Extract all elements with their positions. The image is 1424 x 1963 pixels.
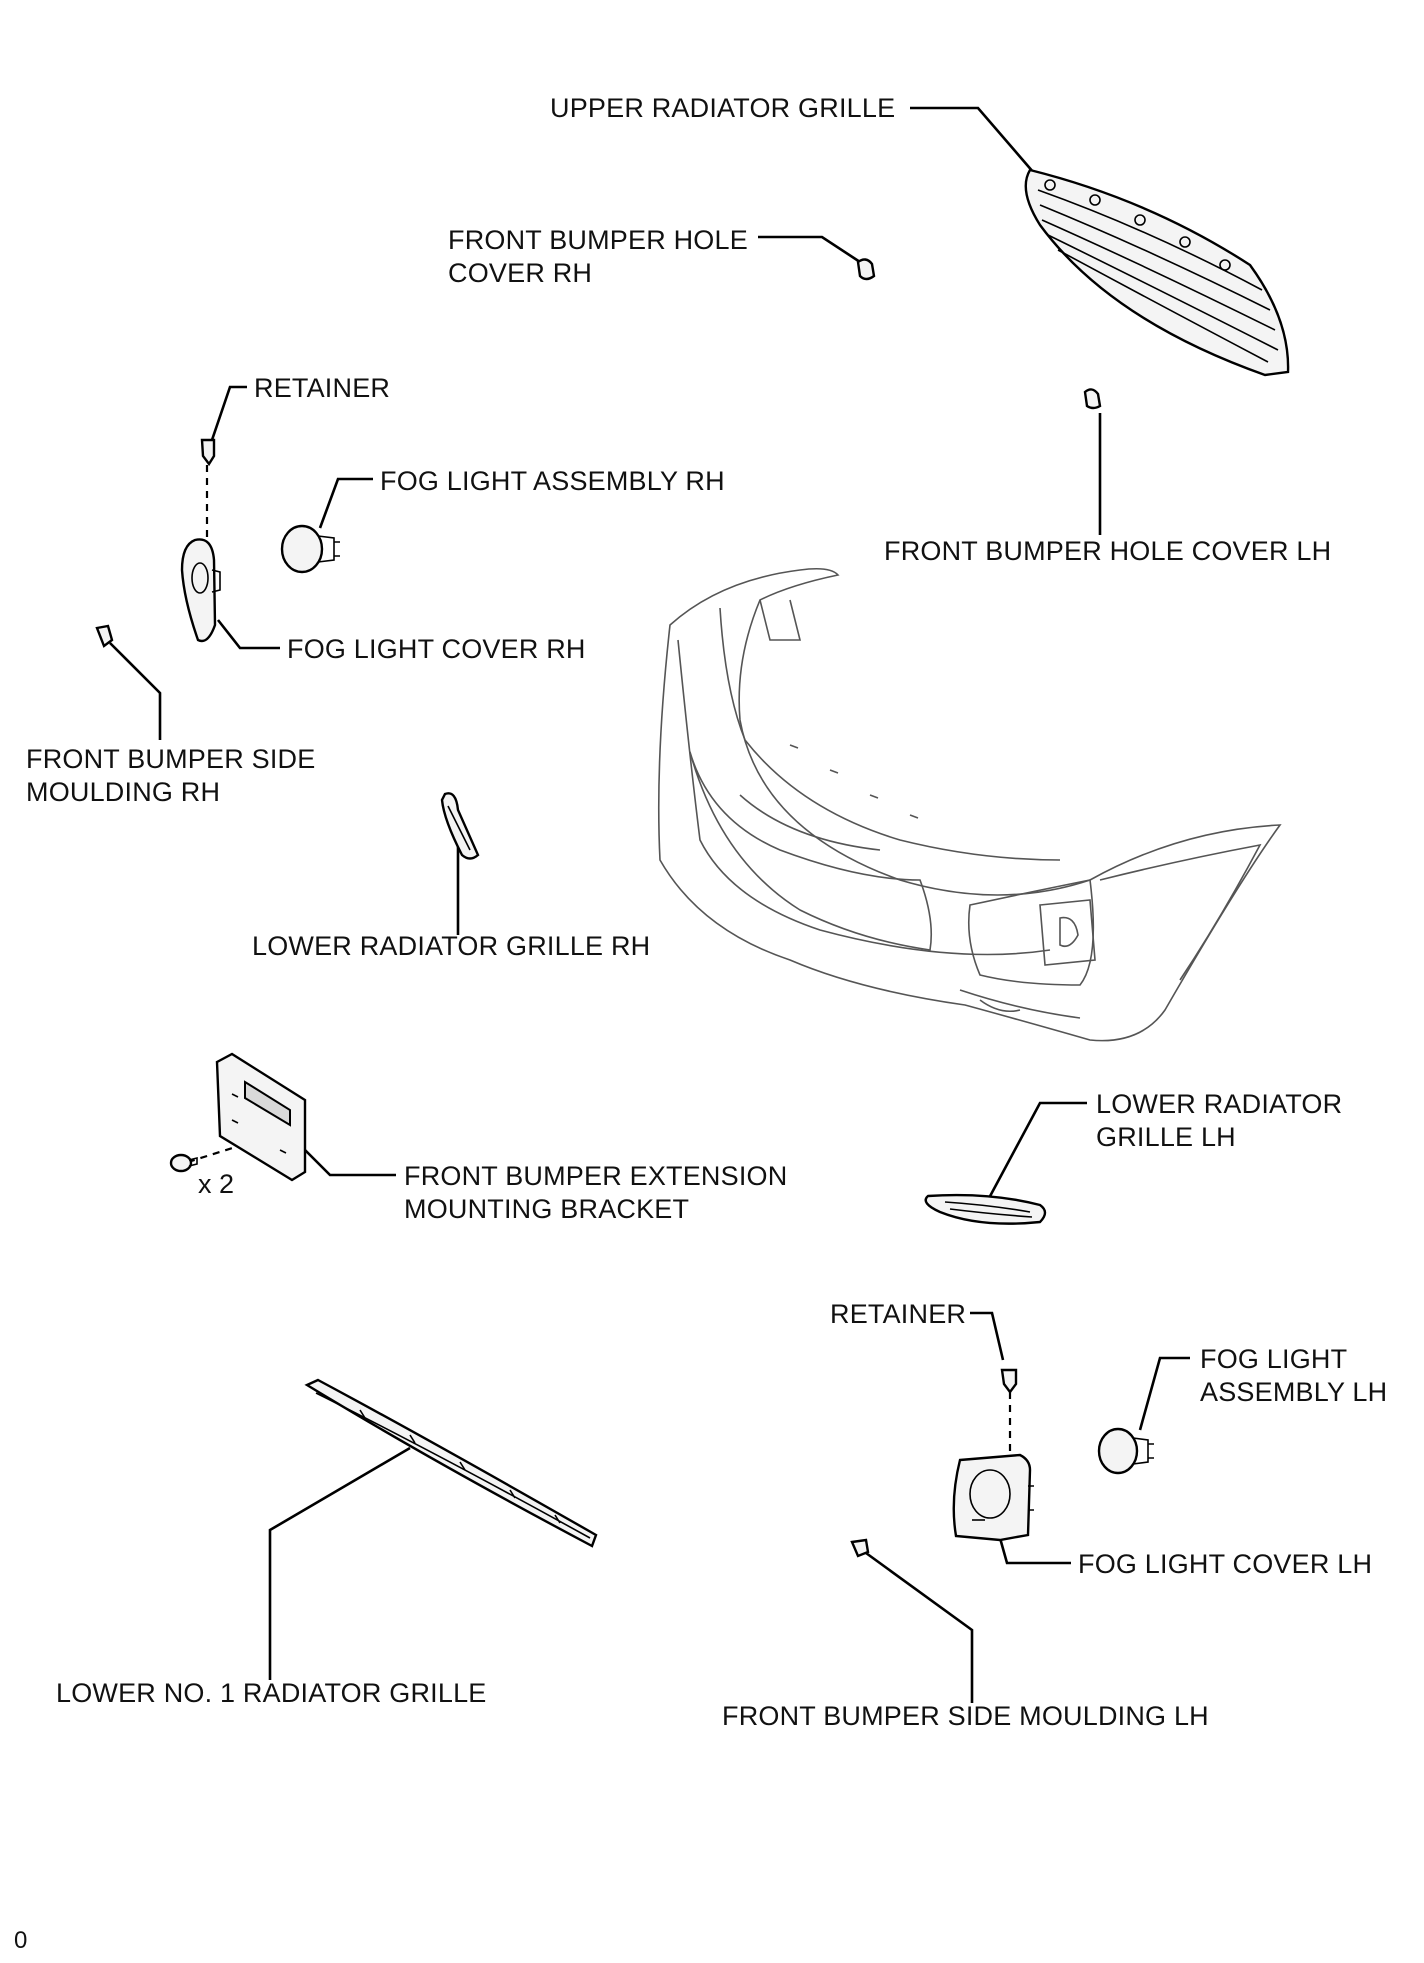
leader-lines [109,106,1190,1703]
label-fog-light-assembly-lh: FOG LIGHT ASSEMBLY LH [1200,1344,1388,1407]
leader-side-moulding-rh [109,642,162,740]
fog-light-cover-lh-part [952,1453,1034,1542]
label-retainer-lh: RETAINER [830,1299,967,1329]
label-retainer-rh: RETAINER [254,373,391,403]
fog-light-assembly-rh-part [280,524,340,574]
upper-radiator-grille-part [1024,168,1290,377]
leader-retainer-lh [970,1311,1005,1361]
leader-upper-radiator-grille [910,106,1041,181]
hole-cover-rh-part [856,258,876,281]
leader-hole-cover-rh [758,235,861,264]
retainer-rh-part [200,438,216,467]
leader-lower-no1-grille [268,1446,411,1680]
label-lower-radiator-grille-lh: LOWER RADIATOR GRILLE LH [1096,1089,1343,1152]
bolt-part [169,1153,198,1173]
lower-radiator-grille-lh-part [924,1193,1047,1225]
leader-side-moulding-lh [865,1551,974,1703]
label-lower-radiator-grille-rh: LOWER RADIATOR GRILLE RH [252,931,651,961]
label-fog-light-cover-lh: FOG LIGHT COVER LH [1078,1549,1373,1579]
lower-no1-radiator-grille-part [304,1378,598,1548]
label-front-bumper-side-moulding-lh: FRONT BUMPER SIDE MOULDING LH [722,1701,1209,1731]
leader-fog-light-cover-rh [216,619,280,650]
leader-fog-light-assembly-rh [318,477,373,529]
front-bumper-extension-mounting-bracket-part [215,1052,307,1182]
label-fog-light-assembly-rh: FOG LIGHT ASSEMBLY RH [380,466,725,496]
fog-light-cover-rh-part [180,538,221,643]
label-front-bumper-hole-cover-lh: FRONT BUMPER HOLE COVER LH [884,536,1332,566]
hole-cover-lh-part [1083,388,1102,410]
leader-fog-light-cover-lh [998,1537,1071,1565]
label-upper-radiator-grille: UPPER RADIATOR GRILLE [550,93,896,123]
figure-code: 0 [14,1927,28,1954]
label-front-bumper-extension-mounting-bracket: FRONT BUMPER EXTENSION MOUNTING BRACKET [404,1161,788,1224]
fog-light-assembly-lh-part [1097,1427,1154,1475]
side-moulding-lh-part [850,1538,870,1558]
label-front-bumper-hole-cover-rh: FRONT BUMPER HOLE COVER RH [448,225,748,288]
label-fog-light-cover-rh: FOG LIGHT COVER RH [287,634,586,664]
lower-radiator-grille-rh-part [440,792,480,860]
retainer-lh-part [1000,1368,1018,1394]
side-moulding-rh-part [95,624,114,648]
label-lower-no1-radiator-grille: LOWER NO. 1 RADIATOR GRILLE [56,1678,487,1708]
leader-extension-bracket [299,1144,396,1177]
leader-lower-grille-lh [986,1101,1087,1201]
label-front-bumper-side-moulding-rh: FRONT BUMPER SIDE MOULDING RH [26,744,316,807]
leader-retainer-rh [210,385,247,441]
leader-fog-light-assembly-lh [1138,1356,1190,1431]
front-bumper-cover-part [657,568,1282,1042]
quantity-note: x 2 [198,1169,235,1199]
